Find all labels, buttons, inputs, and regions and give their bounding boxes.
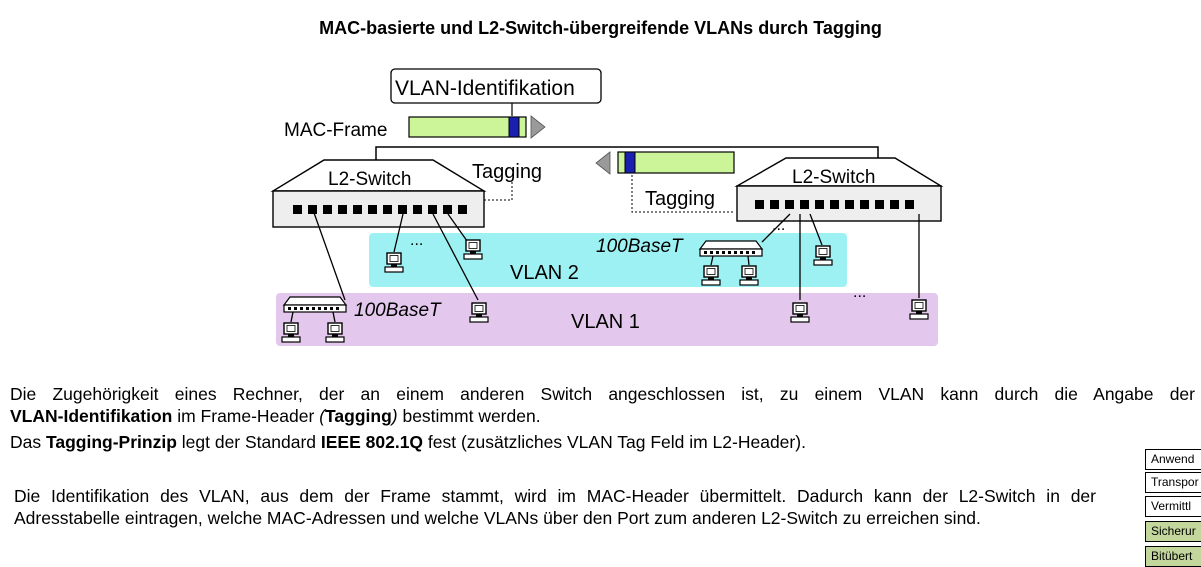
layer-stack-transport: Transpor [1145,472,1201,493]
paragraph-2: Das Tagging-Prinzip legt der Standard IE… [10,432,806,453]
paragraph-2-mid: legt der Standard [176,432,321,452]
l2-switch-right-label: L2-Switch [792,167,875,188]
vlan-tag-field [508,116,520,138]
frame-arrow-right [530,115,546,139]
tagging-label-right: Tagging [645,188,715,210]
paren-open: ( [319,406,326,426]
l2-switch-right [734,157,944,222]
paragraph-2-start: Das [10,432,46,452]
pc-icon [739,265,759,286]
mac-frame [408,116,527,138]
hub-vlan2-label: 100BaseT [596,236,684,257]
vlan-identification-label: VLAN-Identifikation [395,77,575,100]
paragraph-1-line-1: Die Zugehörigkeit eines Rechner, der an … [10,384,1195,405]
layer-stack-vermittlung: Vermittl [1145,496,1201,517]
vlan-identification-box [390,68,602,104]
paragraph-2-end: fest (zusätzliches VLAN Tag Feld im L2-H… [423,432,806,452]
hub-vlan1-label: 100BaseT [354,300,442,321]
vlan2-label: VLAN 2 [510,262,579,284]
tagging-prinzip-term: Tagging-Prinzip [45,432,177,452]
ellipsis-vlan2-right: ... [772,217,785,234]
paren-close: ) [391,406,398,426]
layer-stack-sicherung: Sicherur [1145,521,1201,542]
l2-switch-left-label: L2-Switch [328,169,411,190]
vlan-tagging-diagram: VLAN-Identifikation MAC-Frame Tagging Ta… [270,68,944,346]
mac-frame-label: MAC-Frame [284,120,387,141]
hub-vlan1 [283,296,347,313]
ellipsis-vlan2-left: ... [410,232,423,249]
pc-icon [281,322,301,343]
layer-stack-anwendung: Anwend [1145,449,1201,470]
pc-icon [469,302,489,323]
hub-vlan2 [699,240,763,257]
vlan1-area [276,293,938,346]
ellipsis-vlan1-right: ... [853,284,866,301]
page-title: MAC-basierte und L2-Switch-übergreifende… [319,18,882,38]
vlan-identification-term: VLAN-Identifikation [10,406,173,426]
paragraph-1-line-2: VLAN-Identifikation im Frame-Header (Tag… [10,406,541,427]
pc-icon [463,239,483,260]
pc-icon [325,322,345,343]
paragraph-1-mid: im Frame-Header [172,406,320,426]
pc-icon [909,299,929,320]
paragraph-1-end: bestimmt werden. [397,406,541,426]
l2-switch-left [270,159,487,228]
pc-icon [790,302,810,323]
paragraph-3: Die Identifikation des VLAN, aus dem der… [14,486,1096,528]
trunk-link [375,146,879,163]
pc-icon [813,245,833,266]
ieee-standard-term: IEEE 802.1Q [320,432,424,452]
mac-frame-tagged [617,151,735,174]
frame-arrow-left [595,151,611,175]
pc-icon [384,252,404,273]
layer-stack-bituebertragung: Bitübert [1145,546,1201,567]
vlan1-label: VLAN 1 [571,311,640,333]
vlan-tag-field-2 [624,151,636,174]
tagging-label-left: Tagging [472,161,542,183]
tagging-term: Tagging [325,406,392,426]
pc-icon [701,265,721,286]
paragraph-1-text: Die Zugehörigkeit eines Rechner, der an … [10,384,1195,404]
